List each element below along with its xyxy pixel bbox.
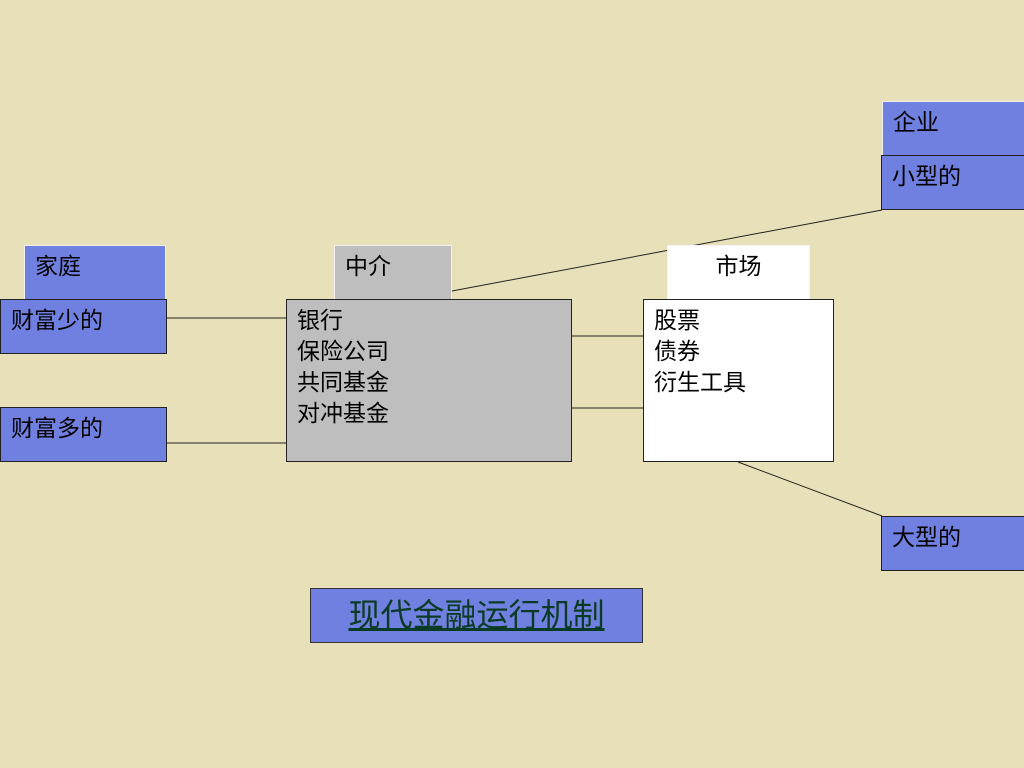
intermediaries-header-label: 中介 bbox=[345, 254, 391, 280]
less-wealthy-label: 财富少的 bbox=[11, 308, 103, 334]
connector-markets-to-large-firms bbox=[737, 461, 883, 517]
list-item: 对冲基金 bbox=[297, 401, 389, 427]
large-firms-box: 大型的 bbox=[881, 516, 1024, 571]
list-item: 债券 bbox=[654, 339, 700, 365]
markets-header: 市场 bbox=[667, 245, 810, 300]
small-firms-label: 小型的 bbox=[892, 164, 961, 190]
diagram-title: 现代金融运行机制 bbox=[310, 588, 643, 643]
markets-header-label: 市场 bbox=[715, 254, 762, 280]
more-wealthy-households-box: 财富多的 bbox=[0, 407, 167, 462]
households-header-label: 家庭 bbox=[35, 254, 81, 280]
intermediaries-list: 银行 保险公司 共同基金 对冲基金 bbox=[297, 306, 561, 430]
large-firms-label: 大型的 bbox=[892, 525, 961, 551]
list-item: 共同基金 bbox=[297, 370, 389, 396]
more-wealthy-label: 财富多的 bbox=[11, 416, 103, 442]
list-item: 股票 bbox=[654, 308, 700, 334]
intermediaries-header: 中介 bbox=[334, 245, 452, 300]
markets-list: 股票 债券 衍生工具 bbox=[654, 306, 823, 399]
less-wealthy-households-box: 财富少的 bbox=[0, 299, 167, 354]
firms-header-label: 企业 bbox=[893, 110, 939, 136]
list-item: 保险公司 bbox=[297, 339, 389, 365]
diagram-title-label: 现代金融运行机制 bbox=[348, 596, 605, 634]
list-item: 衍生工具 bbox=[654, 370, 746, 396]
small-firms-box: 小型的 bbox=[881, 155, 1024, 210]
intermediaries-box: 银行 保险公司 共同基金 对冲基金 bbox=[286, 299, 572, 462]
markets-box: 股票 债券 衍生工具 bbox=[643, 299, 834, 462]
firms-header: 企业 bbox=[882, 101, 1024, 156]
list-item: 银行 bbox=[297, 308, 343, 334]
households-header: 家庭 bbox=[24, 245, 166, 300]
